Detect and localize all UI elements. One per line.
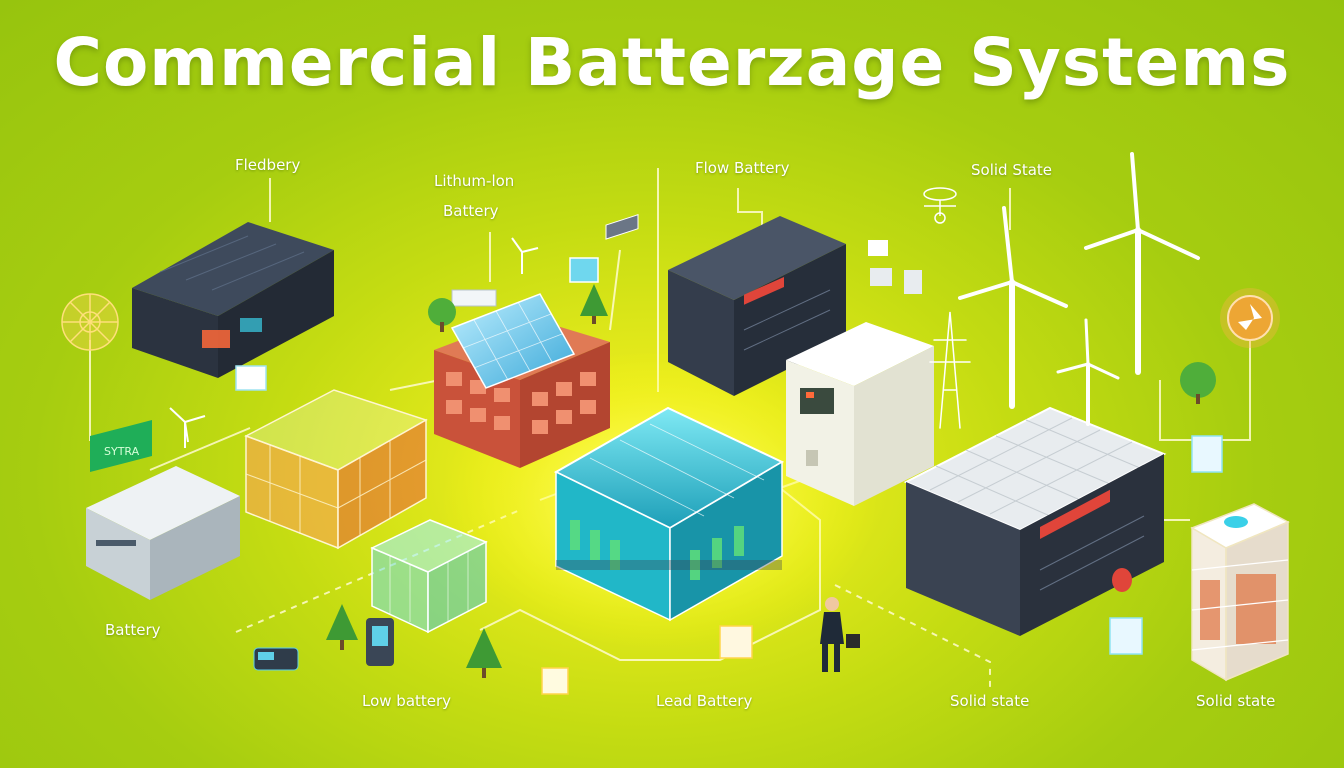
airplane-icon <box>1220 288 1280 348</box>
large-solid-state-battery <box>903 406 1167 636</box>
label-lead-battery: Lead Battery <box>656 692 753 710</box>
businessman-figure <box>820 597 860 672</box>
label-battery: Battery <box>105 621 161 639</box>
sign-text: SYTRA <box>104 445 140 458</box>
fledbery-container-battery <box>132 222 334 378</box>
green-sign: SYTRA <box>90 420 152 472</box>
label-flow-battery: Flow Battery <box>695 159 790 177</box>
label-fledbery: Fledbery <box>235 156 301 174</box>
small-module-box <box>235 365 267 391</box>
label-solid-state-bottom-mid: Solid state <box>950 692 1030 710</box>
white-cabinet-unit <box>786 322 934 506</box>
flow-battery-unit <box>668 216 846 396</box>
wind-turbine-icon <box>958 206 1068 409</box>
small-devices <box>253 435 1223 695</box>
small-module-box-2 <box>451 289 497 307</box>
small-screen-device <box>569 257 599 283</box>
small-machine-icon <box>868 240 922 294</box>
label-solid-state-top: Solid State <box>971 161 1053 179</box>
sunburst-icon <box>61 293 119 351</box>
brick-building-with-solar-panel <box>434 293 610 468</box>
battery-unit <box>86 466 240 600</box>
page-title: Commercial Batterzage Systems <box>53 24 1291 101</box>
wind-turbine-icon <box>1056 318 1120 426</box>
label-lithium-ion-line2: Battery <box>443 202 499 220</box>
transmission-tower-icon <box>929 311 971 429</box>
trees <box>326 284 1216 678</box>
low-battery-cube <box>370 519 488 634</box>
small-wind-turbine-icon <box>169 407 206 448</box>
small-panel-device <box>605 214 639 240</box>
wind-turbines <box>929 152 1200 429</box>
wind-turbine-icon <box>1084 152 1200 375</box>
storage-tower <box>1190 503 1290 682</box>
label-solid-state-bottom-right: Solid state <box>1196 692 1276 710</box>
wireframe-battery-cube <box>244 389 428 550</box>
drone-icon <box>923 187 957 224</box>
label-lithium-ion-line1: Lithum-lon <box>434 172 515 190</box>
small-wind-turbine-icon-2 <box>511 237 539 274</box>
central-smart-battery <box>553 406 785 622</box>
label-low-battery: Low battery <box>362 692 452 710</box>
